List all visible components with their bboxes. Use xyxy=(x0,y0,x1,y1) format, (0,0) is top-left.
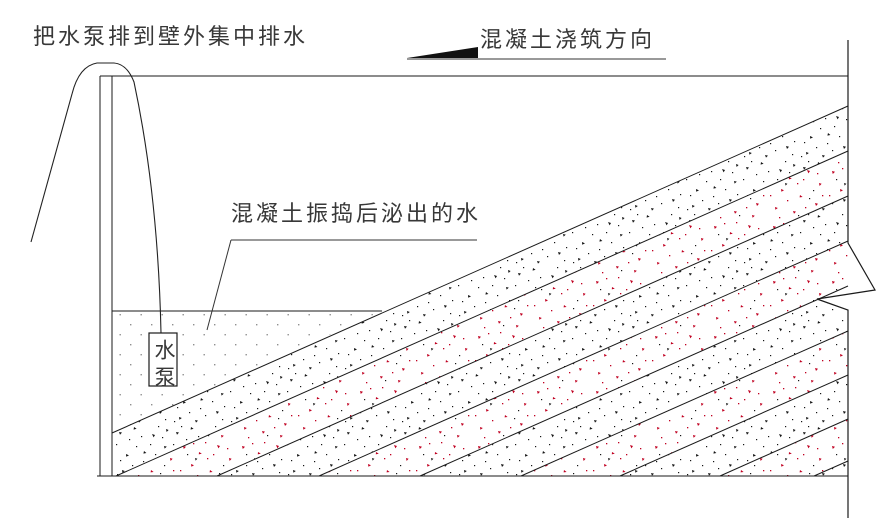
pour-direction-arrow-icon xyxy=(407,47,478,58)
discharge-label: 把水泵排到壁外集中排水 xyxy=(33,24,309,49)
pump-hose xyxy=(30,62,162,334)
right-break-line xyxy=(816,40,876,518)
layer-band xyxy=(112,331,848,476)
layer-band xyxy=(112,106,848,476)
pour-direction-label: 混凝土浇筑方向 xyxy=(480,27,656,52)
bleed-leader-line xyxy=(206,239,232,331)
layer-band xyxy=(112,375,848,476)
layer-band xyxy=(112,241,848,476)
layer-band xyxy=(112,151,848,476)
pump-label: 水泵 xyxy=(152,339,176,393)
structure-edges xyxy=(97,75,848,477)
layer-band xyxy=(112,196,848,476)
layer-band xyxy=(112,286,848,476)
annotation-lines xyxy=(206,58,666,331)
concrete-layers xyxy=(112,106,848,476)
layer-lines xyxy=(111,105,849,477)
pump-box xyxy=(148,332,178,387)
bleed-water-label: 混凝土振捣后泌出的水 xyxy=(231,201,482,226)
